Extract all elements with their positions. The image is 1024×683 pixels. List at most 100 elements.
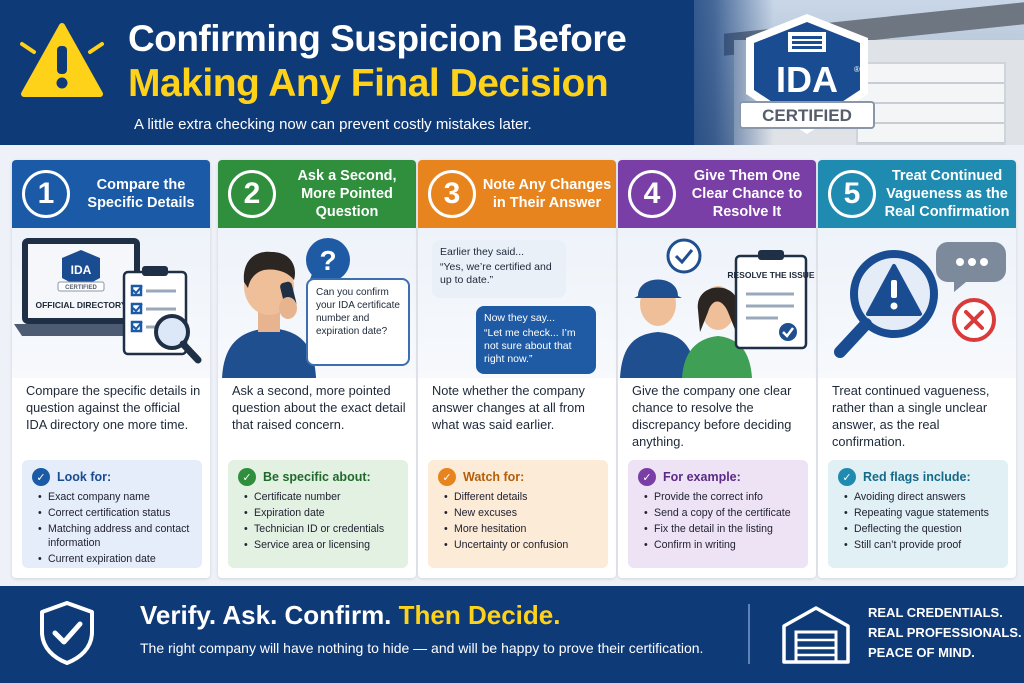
- badge-registered-mark: ®: [854, 65, 860, 74]
- now-label: Now they say...: [484, 312, 555, 324]
- mini-badge-text: IDA: [71, 263, 92, 277]
- list-item: Current expiration date: [38, 552, 194, 566]
- laptop-directory-icon: IDA CERTIFIED OFFICIAL DIRECTORY: [14, 238, 202, 364]
- header-banner: Confirming Suspicion Before Making Any F…: [0, 0, 1024, 145]
- ida-certified-badge: IDA ® CERTIFIED: [739, 14, 875, 134]
- footer-tag-credentials: REAL CREDENTIALS.: [868, 605, 1003, 620]
- step-2-list-title: Be specific about:: [263, 470, 371, 484]
- list-item: Correct certification status: [38, 506, 194, 520]
- svg-text:?: ?: [319, 245, 336, 276]
- step-3-items: Different details New excuses More hesit…: [438, 490, 600, 552]
- now-bubble: Now they say... “Let me check... I’m not…: [476, 306, 596, 374]
- technician-customer-icon: RESOLVE THE ISSUE: [620, 238, 815, 378]
- clipboard-label: RESOLVE THE ISSUE: [727, 270, 815, 280]
- list-item: Repeating vague statements: [844, 506, 1000, 520]
- step-3-list-title: Watch for:: [463, 470, 525, 484]
- step-5-header: 5 Treat Continued Vagueness as the Real …: [818, 160, 1016, 228]
- step-2-number: 2: [228, 170, 276, 218]
- list-item: Exact company name: [38, 490, 194, 504]
- mini-badge-sub: CERTIFIED: [65, 285, 97, 291]
- earlier-quote: “Yes, we’re certified and up to date.”: [440, 261, 552, 286]
- step-2-list-header: ✓ Be specific about:: [238, 468, 400, 486]
- step-card-3: 3 Note Any Changes in Their Answer Earli…: [418, 160, 616, 578]
- step-3-list-header: ✓ Watch for:: [438, 468, 600, 486]
- step-5-title: Treat Continued Vagueness as the Real Co…: [884, 168, 1010, 220]
- list-item: Expiration date: [244, 506, 400, 520]
- list-item: Confirm in writing: [644, 538, 800, 552]
- page-title-line2: Making Any Final Decision: [128, 62, 609, 105]
- step-5-illustration: [818, 228, 1016, 378]
- step-1-header: 1 Compare the Specific Details: [12, 160, 210, 228]
- list-item: Deflecting the question: [844, 522, 1000, 536]
- step-3-title: Note Any Changes in Their Answer: [482, 177, 612, 211]
- garage-door-photo: [856, 62, 1006, 145]
- step-3-header: 3 Note Any Changes in Their Answer: [418, 160, 616, 228]
- warning-icon: [20, 23, 104, 97]
- badge-certified-text: CERTIFIED: [762, 106, 852, 125]
- list-item: Technician ID or credentials: [244, 522, 400, 536]
- step-4-items: Provide the correct info Send a copy of …: [638, 490, 800, 552]
- list-item: Fix the detail in the listing: [644, 522, 800, 536]
- step-4-title: Give Them One Clear Chance to Resolve It: [691, 168, 803, 220]
- shield-check-icon: [40, 601, 94, 665]
- check-icon: ✓: [638, 468, 656, 486]
- question-bubble: Can you confirm your IDA certificate num…: [306, 278, 410, 366]
- page-title-line1: Confirming Suspicion Before: [128, 18, 627, 59]
- list-item: New excuses: [444, 506, 600, 520]
- list-item: Still can’t provide proof: [844, 538, 1000, 552]
- step-1-description: Compare the specific details in question…: [26, 383, 201, 432]
- step-5-items: Avoiding direct answers Repeating vague …: [838, 490, 1000, 552]
- step-2-description: Ask a second, more pointed question abou…: [232, 383, 406, 432]
- step-2-illustration: ? Can you confirm your IDA certificate n…: [218, 228, 416, 378]
- earlier-bubble: Earlier they said... “Yes, we’re certifi…: [432, 240, 566, 298]
- step-1-items: Exact company name Correct certification…: [32, 490, 194, 566]
- footer-tag-professionals: REAL PROFESSIONALS.: [868, 625, 1022, 640]
- step-3-description: Note whether the company answer changes …: [432, 383, 585, 432]
- footer-banner: Verify. Ask. Confirm. Then Decide. The r…: [0, 586, 1024, 683]
- house-photo: [694, 0, 1024, 145]
- step-2-header: 2 Ask a Second, More Pointed Question: [218, 160, 416, 228]
- footer-title: Verify. Ask. Confirm. Then Decide.: [140, 600, 560, 631]
- step-3-list: ✓ Watch for: Different details New excus…: [428, 460, 608, 568]
- step-4-header: 4 Give Them One Clear Chance to Resolve …: [618, 160, 816, 228]
- step-5-description: Treat continued vagueness, rather than a…: [832, 383, 990, 449]
- footer-title-white: Verify. Ask. Confirm.: [140, 600, 392, 630]
- step-1-illustration: IDA CERTIFIED OFFICIAL DIRECTORY: [12, 228, 210, 378]
- footer-tags: REAL CREDENTIALS. REAL PROFESSIONALS. PE…: [868, 603, 1022, 663]
- list-item: Service area or licensing: [244, 538, 400, 552]
- now-quote: “Let me check... I’m not sure about that…: [484, 327, 576, 365]
- step-4-list-header: ✓ For example:: [638, 468, 800, 486]
- step-card-1: 1 Compare the Specific Details IDA CERTI…: [12, 160, 210, 578]
- step-4-description: Give the company one clear chance to res…: [632, 383, 792, 449]
- check-icon: ✓: [438, 468, 456, 486]
- step-2-list: ✓ Be specific about: Certificate number …: [228, 460, 408, 568]
- list-item: Certificate number: [244, 490, 400, 504]
- list-item: Matching address and contact information: [38, 522, 194, 550]
- check-icon: ✓: [238, 468, 256, 486]
- step-3-number: 3: [428, 170, 476, 218]
- step-5-list: ✓ Red flags include: Avoiding direct ans…: [828, 460, 1008, 568]
- step-1-list: ✓ Look for: Exact company name Correct c…: [22, 460, 202, 568]
- step-5-number: 5: [828, 170, 876, 218]
- step-1-list-header: ✓ Look for:: [32, 468, 194, 486]
- list-item: Uncertainty or confusion: [444, 538, 600, 552]
- magnifier-warning-icon: [834, 242, 1006, 358]
- step-5-list-title: Red flags include:: [863, 470, 971, 484]
- badge-ida-text: IDA: [776, 59, 838, 100]
- step-card-4: 4 Give Them One Clear Chance to Resolve …: [618, 160, 816, 578]
- list-item: More hesitation: [444, 522, 600, 536]
- garage-icon: [782, 606, 850, 664]
- step-2-title: Ask a Second, More Pointed Question: [297, 168, 397, 220]
- footer-divider: [748, 604, 750, 664]
- step-1-number: 1: [22, 170, 70, 218]
- check-icon: ✓: [32, 468, 50, 486]
- list-item: Avoiding direct answers: [844, 490, 1000, 504]
- step-card-5: 5 Treat Continued Vagueness as the Real …: [818, 160, 1016, 578]
- step-1-list-title: Look for:: [57, 470, 112, 484]
- step-4-list-title: For example:: [663, 470, 741, 484]
- step-1-title: Compare the Specific Details: [87, 177, 195, 211]
- step-4-list: ✓ For example: Provide the correct info …: [628, 460, 808, 568]
- person-on-phone-icon: ?: [222, 238, 350, 378]
- earlier-label: Earlier they said...: [440, 246, 525, 258]
- step-5-list-header: ✓ Red flags include:: [838, 468, 1000, 486]
